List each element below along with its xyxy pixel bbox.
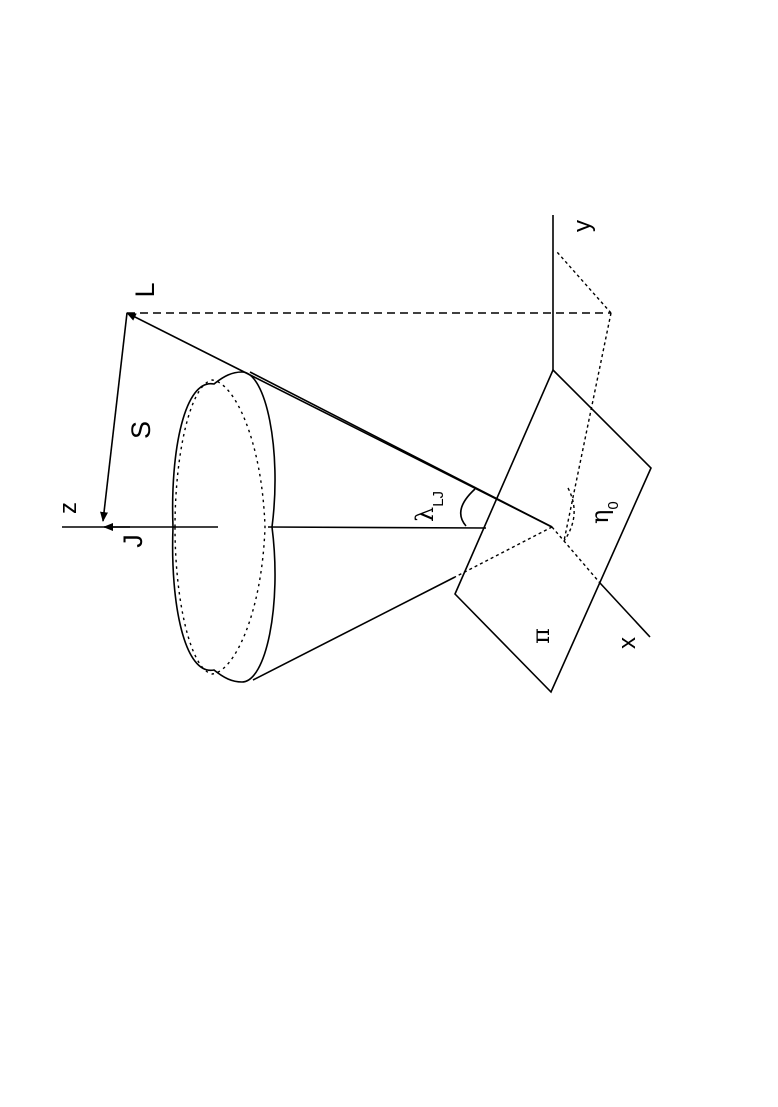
label-lambda: λ (411, 507, 439, 522)
vector-s (100, 312, 128, 522)
cone-line-bottom (252, 576, 456, 681)
x-axis-hidden-dotted (551, 526, 601, 584)
label-z: z (55, 502, 82, 514)
label-eta: η (586, 510, 614, 524)
vector-l (126, 312, 553, 528)
label-eta-sub: 0 (605, 501, 622, 509)
x-axis (599, 582, 651, 638)
label-l: L (130, 282, 160, 297)
label-x: x (614, 637, 641, 649)
lambda-angle-arc (459, 488, 476, 527)
plane-pi (454, 368, 652, 694)
l-projection-dotted-a (556, 251, 612, 314)
label-pi: π (527, 628, 555, 644)
label-s: S (126, 421, 156, 439)
plane-hidden-dotted (454, 526, 553, 578)
cone-cross-section-solid (171, 371, 276, 683)
label-lambda-sub: LJ (430, 491, 447, 507)
cone-cross-section-dotted (174, 379, 266, 675)
label-y: y (569, 220, 596, 232)
label-eta-0: η0 (586, 501, 622, 524)
label-lambda-lj: λLJ (411, 491, 447, 522)
l-projection-dotted-b (563, 312, 612, 542)
cone-axis-line (267, 526, 487, 529)
label-j: J (118, 534, 148, 548)
